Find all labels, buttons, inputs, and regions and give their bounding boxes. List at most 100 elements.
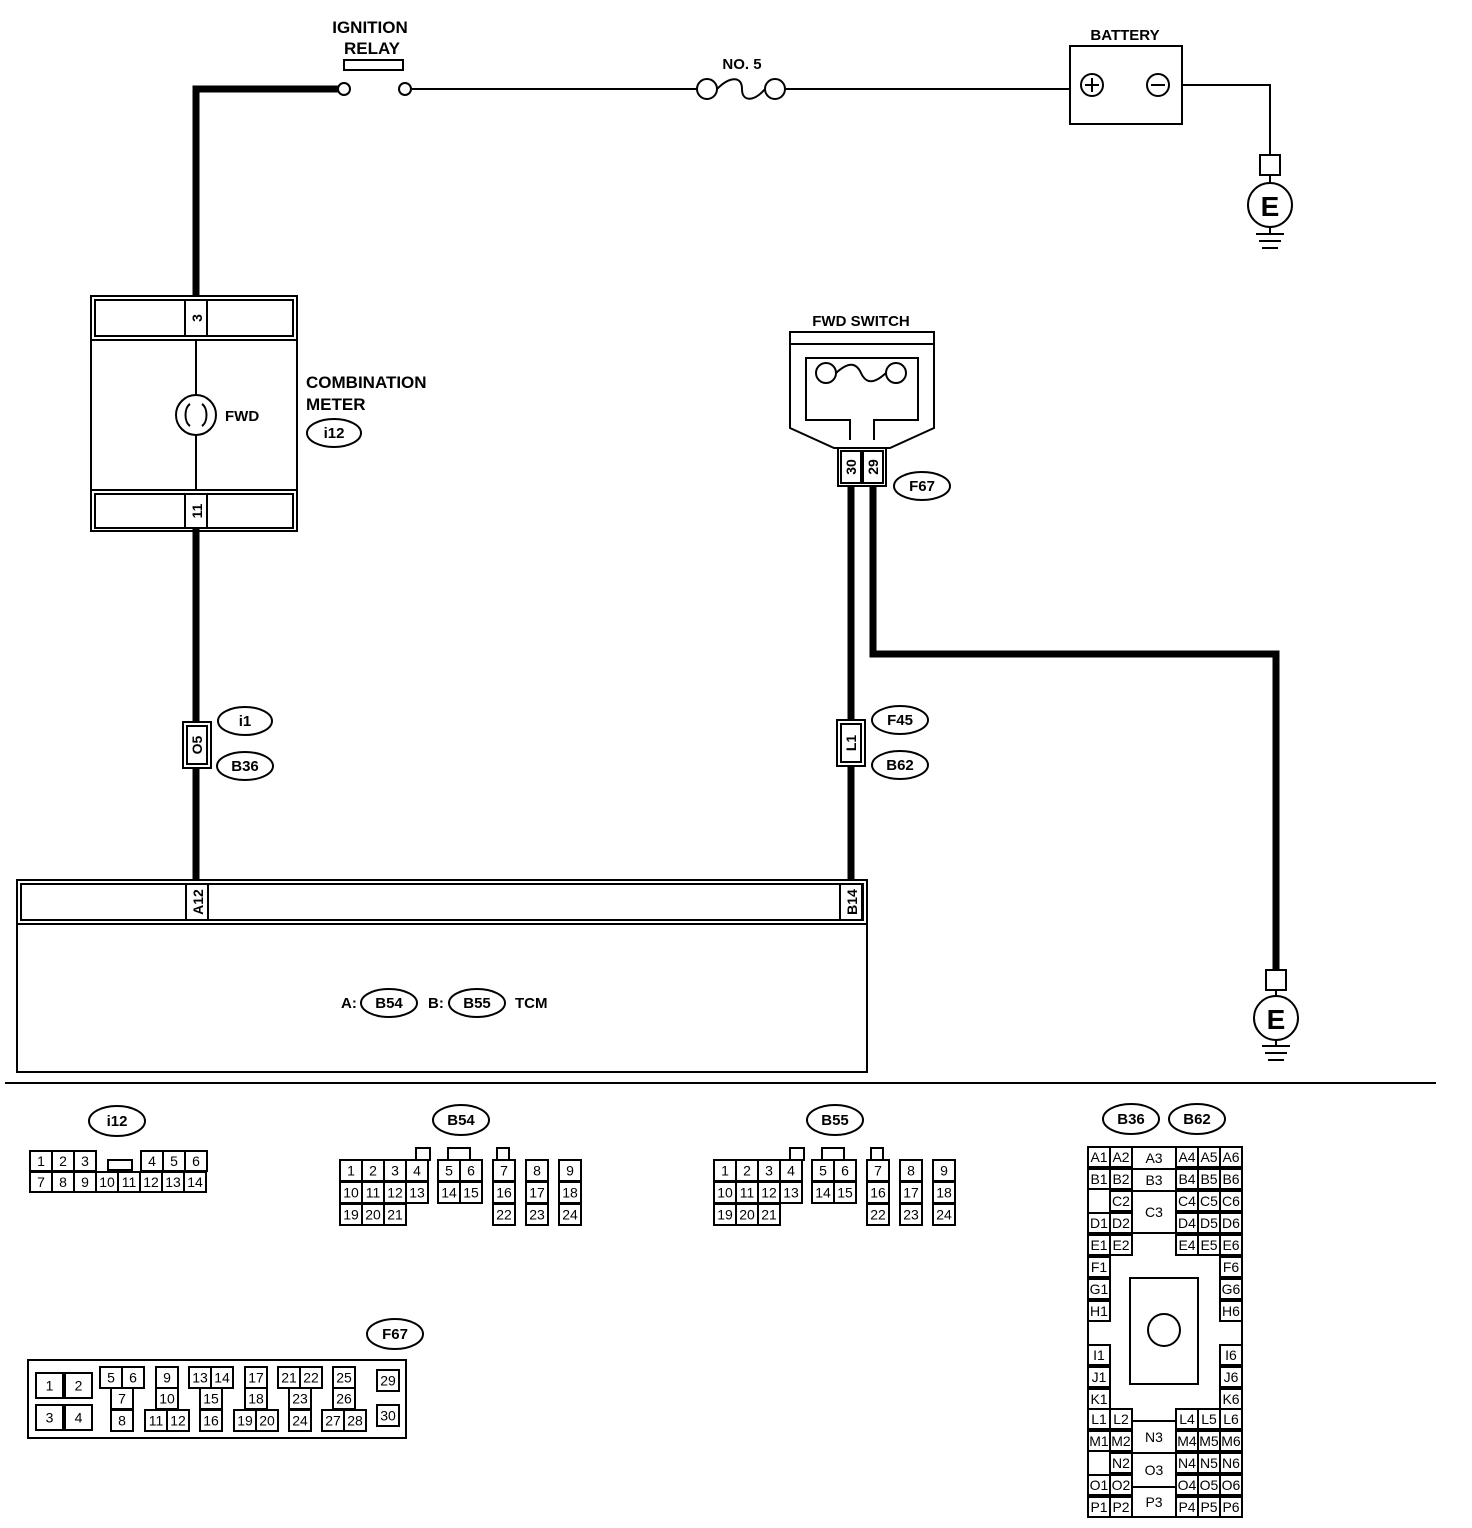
f67-pin-label: 12 [170, 1413, 186, 1429]
relay-terminal-left [337, 82, 351, 96]
b55-pin-label: 3 [765, 1163, 773, 1179]
b36-pin-label: M5 [1199, 1433, 1219, 1449]
b36-pin-label: I1 [1093, 1347, 1105, 1363]
b55-pin-label: 8 [907, 1163, 915, 1179]
b54-pin-label: 9 [566, 1163, 574, 1179]
b55-view-title: B55 [821, 1112, 849, 1129]
b36-pin-label: B4 [1178, 1171, 1195, 1187]
b36-pin-label: C4 [1178, 1193, 1196, 1209]
b54-pin-cell [405, 1181, 429, 1204]
i12-pin-label: 11 [122, 1174, 137, 1190]
tcm-a-connector: B54 [375, 995, 403, 1012]
b36-pin-cell [1109, 1234, 1133, 1256]
b36-pin-label: P2 [1112, 1499, 1129, 1515]
b62-view-title: B62 [1183, 1111, 1211, 1128]
b36-pin-label: C5 [1200, 1193, 1218, 1209]
battery-label: BATTERY [1090, 27, 1159, 44]
fwd-switch-connector-tag [893, 471, 951, 501]
b36-pin-cell [1109, 1408, 1133, 1430]
b36-pin-cell [1109, 1474, 1133, 1496]
b54-pin-label: 15 [463, 1185, 479, 1201]
meter-pin-top: 3 [189, 314, 205, 322]
b36-pin-label: G6 [1222, 1281, 1241, 1297]
b55-pin-label: 9 [940, 1163, 948, 1179]
ground-bottom-label: E [1267, 1004, 1286, 1035]
f67-pin-label: 16 [203, 1413, 219, 1429]
b36-pin-label: F6 [1223, 1259, 1240, 1275]
joint-right-pin: L1 [843, 735, 859, 752]
f67-pin-label: 11 [149, 1413, 164, 1429]
b54-pin-label: 17 [529, 1185, 545, 1201]
b36-pin-cell [1219, 1496, 1243, 1518]
f67-pin-label: 7 [118, 1391, 126, 1407]
b36-pin-label: H1 [1090, 1303, 1108, 1319]
b54-pin-label: 18 [562, 1185, 578, 1201]
ground-bottom: E [1253, 969, 1299, 1061]
b54-pin-label: 7 [500, 1163, 508, 1179]
wire-battery-to-ground [1182, 84, 1271, 155]
b54-pin-cell [558, 1203, 582, 1226]
b36-pin-label: B6 [1222, 1171, 1239, 1187]
b36-pin-label: C2 [1112, 1193, 1130, 1209]
connector-outline [447, 1147, 471, 1161]
f67-pin-label: 20 [259, 1413, 275, 1429]
b36-pin-label: L2 [1113, 1411, 1129, 1427]
b36-pin-label: A5 [1200, 1149, 1217, 1165]
battery: BATTERY [1069, 27, 1183, 125]
connector-outline [415, 1147, 431, 1161]
b36-pin-label: A2 [1112, 1149, 1129, 1165]
b36-pin-label: O3 [1145, 1462, 1164, 1478]
b36-pin-label: B2 [1112, 1171, 1129, 1187]
b54-pin-label: 16 [496, 1185, 512, 1201]
meter-pin-bottom: 11 [189, 503, 205, 518]
b36-pin-label: E1 [1090, 1237, 1107, 1253]
b36-pin-label: J6 [1224, 1369, 1239, 1385]
f67-pin-label: 13 [192, 1370, 208, 1386]
f67-pin-label: 26 [336, 1391, 352, 1407]
b54-view-title: B54 [447, 1112, 475, 1129]
b55-pin-label: 24 [936, 1207, 952, 1223]
b36-pin-label: K6 [1222, 1391, 1239, 1407]
b36-pin-label: P1 [1090, 1499, 1107, 1515]
tcm-a-prefix: A: [341, 995, 357, 1012]
b36-pin-label: D1 [1090, 1215, 1108, 1231]
tcm-b-connector: B55 [463, 995, 491, 1012]
f67-pin-cell [343, 1409, 367, 1432]
f67-pin-cell [110, 1409, 134, 1432]
i12-pin-label: 14 [187, 1174, 203, 1190]
b54-pin-label: 21 [387, 1207, 403, 1223]
b54-pin-label: 1 [347, 1163, 355, 1179]
b36-pin-label: N5 [1200, 1455, 1218, 1471]
f67-pin-label: 3 [46, 1410, 54, 1426]
b55-pin-cell [866, 1203, 890, 1226]
b55-pin-label: 18 [936, 1185, 952, 1201]
meter-connector-id: i12 [324, 425, 345, 442]
b36-pin-cell [1087, 1256, 1111, 1278]
combination-meter: 3 11 FWD COMBINATION METER i12 [90, 295, 427, 532]
b36-pin-label: O4 [1178, 1477, 1197, 1493]
b54-pin-label: 24 [562, 1207, 578, 1223]
meter-pin-top-box [184, 299, 208, 337]
b36-pin-label: M6 [1221, 1433, 1241, 1449]
f67-pin-label: 18 [248, 1391, 264, 1407]
f67-pin-label: 9 [163, 1370, 171, 1386]
b36-pin-label: L1 [1091, 1411, 1107, 1427]
b55-pin-label: 7 [874, 1163, 882, 1179]
f67-pin-label: 2 [75, 1378, 83, 1394]
b36-pin-label: L4 [1179, 1411, 1195, 1427]
f67-pin-cell [35, 1404, 64, 1431]
b54-pin-cell [459, 1181, 483, 1204]
b54-pin-cell [383, 1203, 407, 1226]
joint-left-pin: O5 [189, 735, 205, 754]
b54-pin-label: 8 [533, 1163, 541, 1179]
tcm: A12 B14 A: B54 B: B55 TCM [16, 879, 868, 1073]
b36-pin-cell [1109, 1212, 1133, 1234]
meter-label-1: COMBINATION [306, 373, 427, 392]
b36-pin-cell [1131, 1486, 1177, 1518]
b55-pin-cell [932, 1203, 956, 1226]
ignition-relay-label-2: RELAY [344, 39, 401, 58]
b36-pin-cell [1219, 1430, 1243, 1452]
b54-pin-label: 14 [441, 1185, 457, 1201]
